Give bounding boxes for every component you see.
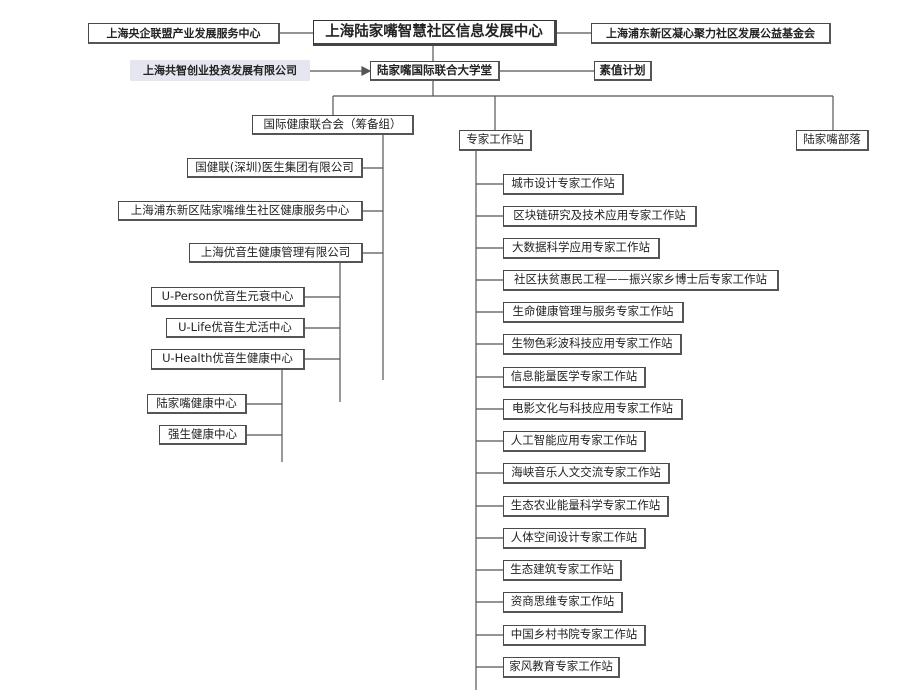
node-academy: 陆家嘴国际联合大学堂: [370, 61, 500, 81]
node-health-union: 国际健康联合会（筹备组）: [252, 115, 414, 135]
expert-item-8: 电影文化与科技应用专家工作站: [503, 399, 683, 420]
health-item-3: 上海优音生健康管理有限公司: [189, 243, 363, 263]
node-tribe: 陆家嘴部落: [796, 130, 869, 151]
health-item-1: 国健联(深圳)医生集团有限公司: [187, 158, 363, 178]
node-top-left: 上海央企联盟产业发展服务中心: [88, 23, 280, 44]
expert-item-4: 社区扶贫惠民工程——振兴家乡博士后专家工作站: [503, 270, 779, 291]
expert-item-6: 生物色彩波科技应用专家工作站: [503, 334, 682, 355]
expert-item-1: 城市设计专家工作站: [503, 174, 624, 195]
expert-item-7: 信息能量医学专家工作站: [503, 367, 646, 388]
expert-item-3: 大数据科学应用专家工作站: [503, 238, 660, 259]
expert-item-10: 海峡音乐人文交流专家工作站: [503, 463, 670, 484]
node-top-right: 上海浦东新区凝心聚力社区发展公益基金会: [591, 23, 831, 44]
root-node: 上海陆家嘴智慧社区信息发展中心: [313, 20, 557, 46]
youyin-item-3: U-Health优音生健康中心: [151, 349, 305, 370]
uhealth-item-2: 强生健康中心: [159, 425, 247, 445]
youyin-item-1: U-Person优音生元衰中心: [151, 287, 305, 307]
expert-item-9: 人工智能应用专家工作站: [503, 431, 646, 452]
youyin-item-2: U-Life优音生尤活中心: [166, 318, 305, 338]
expert-item-13: 生态建筑专家工作站: [503, 560, 622, 581]
expert-item-16: 家风教育专家工作站: [503, 657, 620, 678]
expert-item-15: 中国乡村书院专家工作站: [503, 625, 646, 646]
node-expert-station: 专家工作站: [459, 130, 532, 151]
node-suzhi: 素值计划: [594, 61, 652, 81]
node-invest: 上海共智创业投资发展有限公司: [130, 60, 310, 81]
uhealth-item-1: 陆家嘴健康中心: [147, 394, 247, 414]
expert-item-5: 生命健康管理与服务专家工作站: [503, 302, 684, 323]
expert-item-2: 区块链研究及技术应用专家工作站: [503, 206, 697, 227]
expert-item-14: 资商思维专家工作站: [503, 592, 623, 613]
health-item-2: 上海浦东新区陆家嘴维生社区健康服务中心: [118, 201, 363, 221]
expert-item-11: 生态农业能量科学专家工作站: [503, 496, 669, 517]
expert-item-12: 人体空间设计专家工作站: [503, 528, 646, 549]
